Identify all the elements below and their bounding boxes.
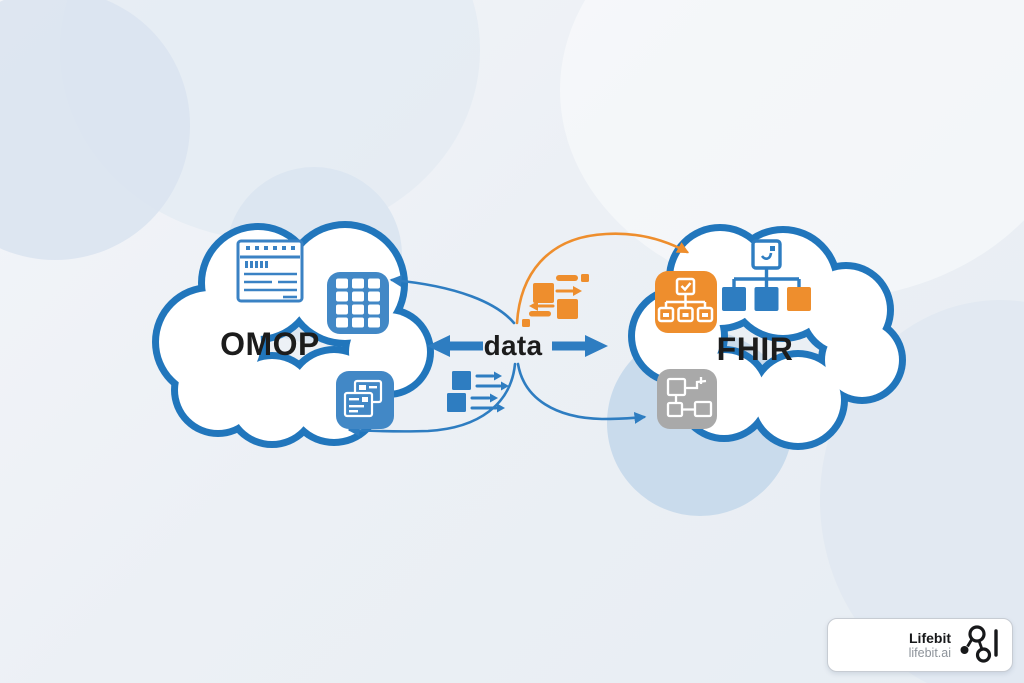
data-table-icon [236, 239, 304, 303]
arrow-right-icon [552, 335, 608, 357]
mapping-documents-icon [336, 371, 394, 429]
fhir-label: FHIR [716, 331, 794, 367]
curve-center-to-fhir-flowchart [516, 362, 647, 424]
data-stream-blue-icon [447, 371, 509, 413]
curve-center-to-omop-grid [389, 274, 516, 325]
curve-center-to-fhir-top [515, 232, 690, 325]
brand-name: Lifebit [909, 629, 951, 646]
taxonomy-hierarchy-icon [655, 271, 717, 333]
lifebit-brand-card: Lifebit lifebit.ai [827, 618, 1013, 672]
brand-text: Lifebit lifebit.ai [909, 630, 951, 660]
network-nodes-logo-icon [960, 625, 998, 663]
arrow-left-icon [427, 335, 483, 357]
data-exchange-orange-icon [522, 274, 589, 327]
brand-domain: lifebit.ai [908, 645, 951, 660]
bidirectional-data-arrows [427, 335, 608, 357]
grid-keypad-icon [327, 272, 389, 334]
data-label: data [483, 330, 543, 361]
curve-center-to-omop-documents [347, 362, 517, 437]
workflow-flowchart-icon [657, 369, 717, 429]
omop-label: OMOP [220, 326, 320, 362]
connector-curves [347, 232, 690, 437]
resource-tree-icon [722, 239, 811, 311]
